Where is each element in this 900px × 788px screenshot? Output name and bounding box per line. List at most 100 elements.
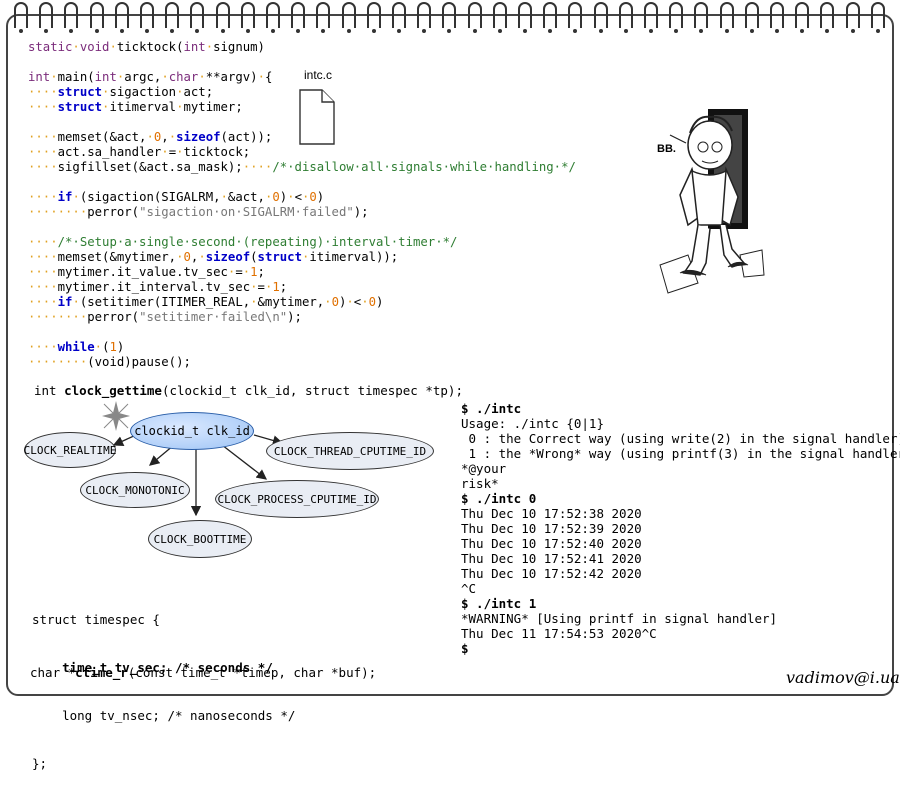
code-token: act; [183,85,214,99]
code-token: ···· [28,280,58,294]
clock-gettime-signature: int clock_gettime(clockid_t clk_id, stru… [34,383,463,398]
binding-ring [568,2,583,33]
code-line: ········perror("sigaction·on·SIGALRM·fai… [28,205,576,220]
code-token: struct [57,100,103,114]
binding-ring [240,2,255,33]
code-token: · [250,295,258,309]
code-token: (sigaction(SIGALRM, [79,190,221,204]
code-token: int [94,70,117,84]
binding-ring [870,2,885,33]
code-line: ····sigfillset(&act.sa_mask);····/*·disa… [28,160,576,175]
code-token: ticktock( [116,40,184,54]
code-line: ····if·(setitimer(ITIMER_REAL,·&mytimer,… [28,295,576,310]
code-token: · [301,250,310,264]
terminal-line: Usage: ./intc {0|1} [461,416,604,431]
terminal-line: ^C [461,581,477,596]
code-token: · [102,85,110,99]
binding-ring [845,2,860,33]
code-token: itimerval [109,100,177,114]
code-token: ···· [28,160,58,174]
code-token: if [57,295,73,309]
code-token: ticktock; [183,145,251,159]
code-token: · [72,40,80,54]
timespec-line-3: long tv_nsec; /* nanoseconds */ [32,708,296,723]
code-token: mytimer.it_value.tv_sec [57,265,228,279]
binding-ring [417,2,432,33]
binding-ring [39,2,54,33]
code-token: · [198,250,206,264]
code-token: memset(&act, [57,130,147,144]
code-token: itimerval)); [309,250,399,264]
code-token: ···· [28,145,58,159]
code-token: 1 [272,280,280,294]
ctime-name: ctime_r [75,665,128,680]
code-token: · [205,40,214,54]
terminal-command: $ ./intc [461,401,522,416]
code-token: "sigaction·on·SIGALRM·failed" [139,205,354,219]
code-line [28,220,576,235]
code-line: ········perror("setitimer·failed\n"); [28,310,576,325]
code-token: ···· [28,130,58,144]
code-line: ····struct·sigaction·act; [28,85,576,100]
code-token: sigfillset(&act.sa_mask); [57,160,243,174]
code-token: mytimer.it_interval.tv_sec [57,280,251,294]
diagram-node-clockid: clockid_t clk_id [130,412,254,450]
timespec-line-2: time_t tv_sec; /* seconds */ [32,660,295,676]
binding-ring [669,2,684,33]
code-token: ( [102,340,110,354]
file-icon [299,89,335,145]
timespec-l2a: time_t tv_sec; /* [32,660,198,675]
code-token: 0 [331,295,339,309]
terminal-line: Thu Dec 11 17:54:53 2020^C [461,626,657,641]
code-token: 0 [183,250,191,264]
code-line: ····mytimer.it_interval.tv_sec·=·1; [28,280,576,295]
code-token: · [346,295,354,309]
code-token: ········ [28,310,88,324]
code-token: · [324,295,332,309]
code-token: if [57,190,73,204]
c-source-code: static·void·ticktock(int·signum)int·main… [28,40,576,370]
code-token: main( [57,70,95,84]
code-line: ········(void)pause(); [28,355,576,370]
code-token: · [161,145,169,159]
code-token: 1 [250,265,258,279]
terminal-line: *WARNING* [Using printf in signal handle… [461,611,778,626]
spiral-binding [10,2,890,33]
binding-ring [190,2,205,33]
code-token: ···· [28,295,58,309]
code-token: (act)); [220,130,273,144]
code-token: · [176,100,184,114]
code-token: int [183,40,206,54]
code-token: · [264,190,273,204]
terminal-command: $ ./intc 1 [461,596,537,611]
code-token: ; [279,280,288,294]
code-token: ···· [28,250,58,264]
code-token: ) [376,295,384,309]
code-token: ···· [28,100,58,114]
code-token: = [235,265,243,279]
binding-ring [618,2,633,33]
code-token: act.sa_handler [57,145,162,159]
binding-ring [316,2,331,33]
code-token: , [161,130,169,144]
binding-ring [492,2,507,33]
ctime-prefix: char * [30,665,76,680]
code-token: · [50,70,58,84]
code-token: ········ [28,355,88,369]
code-token: void [79,40,110,54]
cg-name: clock_gettime [64,383,162,398]
code-token: sizeof [205,250,251,264]
code-token: · [242,265,251,279]
code-token: · [176,250,184,264]
code-token: 0 [153,130,162,144]
code-token: · [220,190,228,204]
code-token: 1 [109,340,117,354]
code-token: · [176,85,184,99]
binding-ring [719,2,734,33]
diagram-node-process-cputime: CLOCK_PROCESS_CPUTIME_ID [215,480,379,518]
binding-ring [291,2,306,33]
code-token: · [257,70,265,84]
binding-ring [467,2,482,33]
code-line: ····act.sa_handler·=·ticktock; [28,145,576,160]
